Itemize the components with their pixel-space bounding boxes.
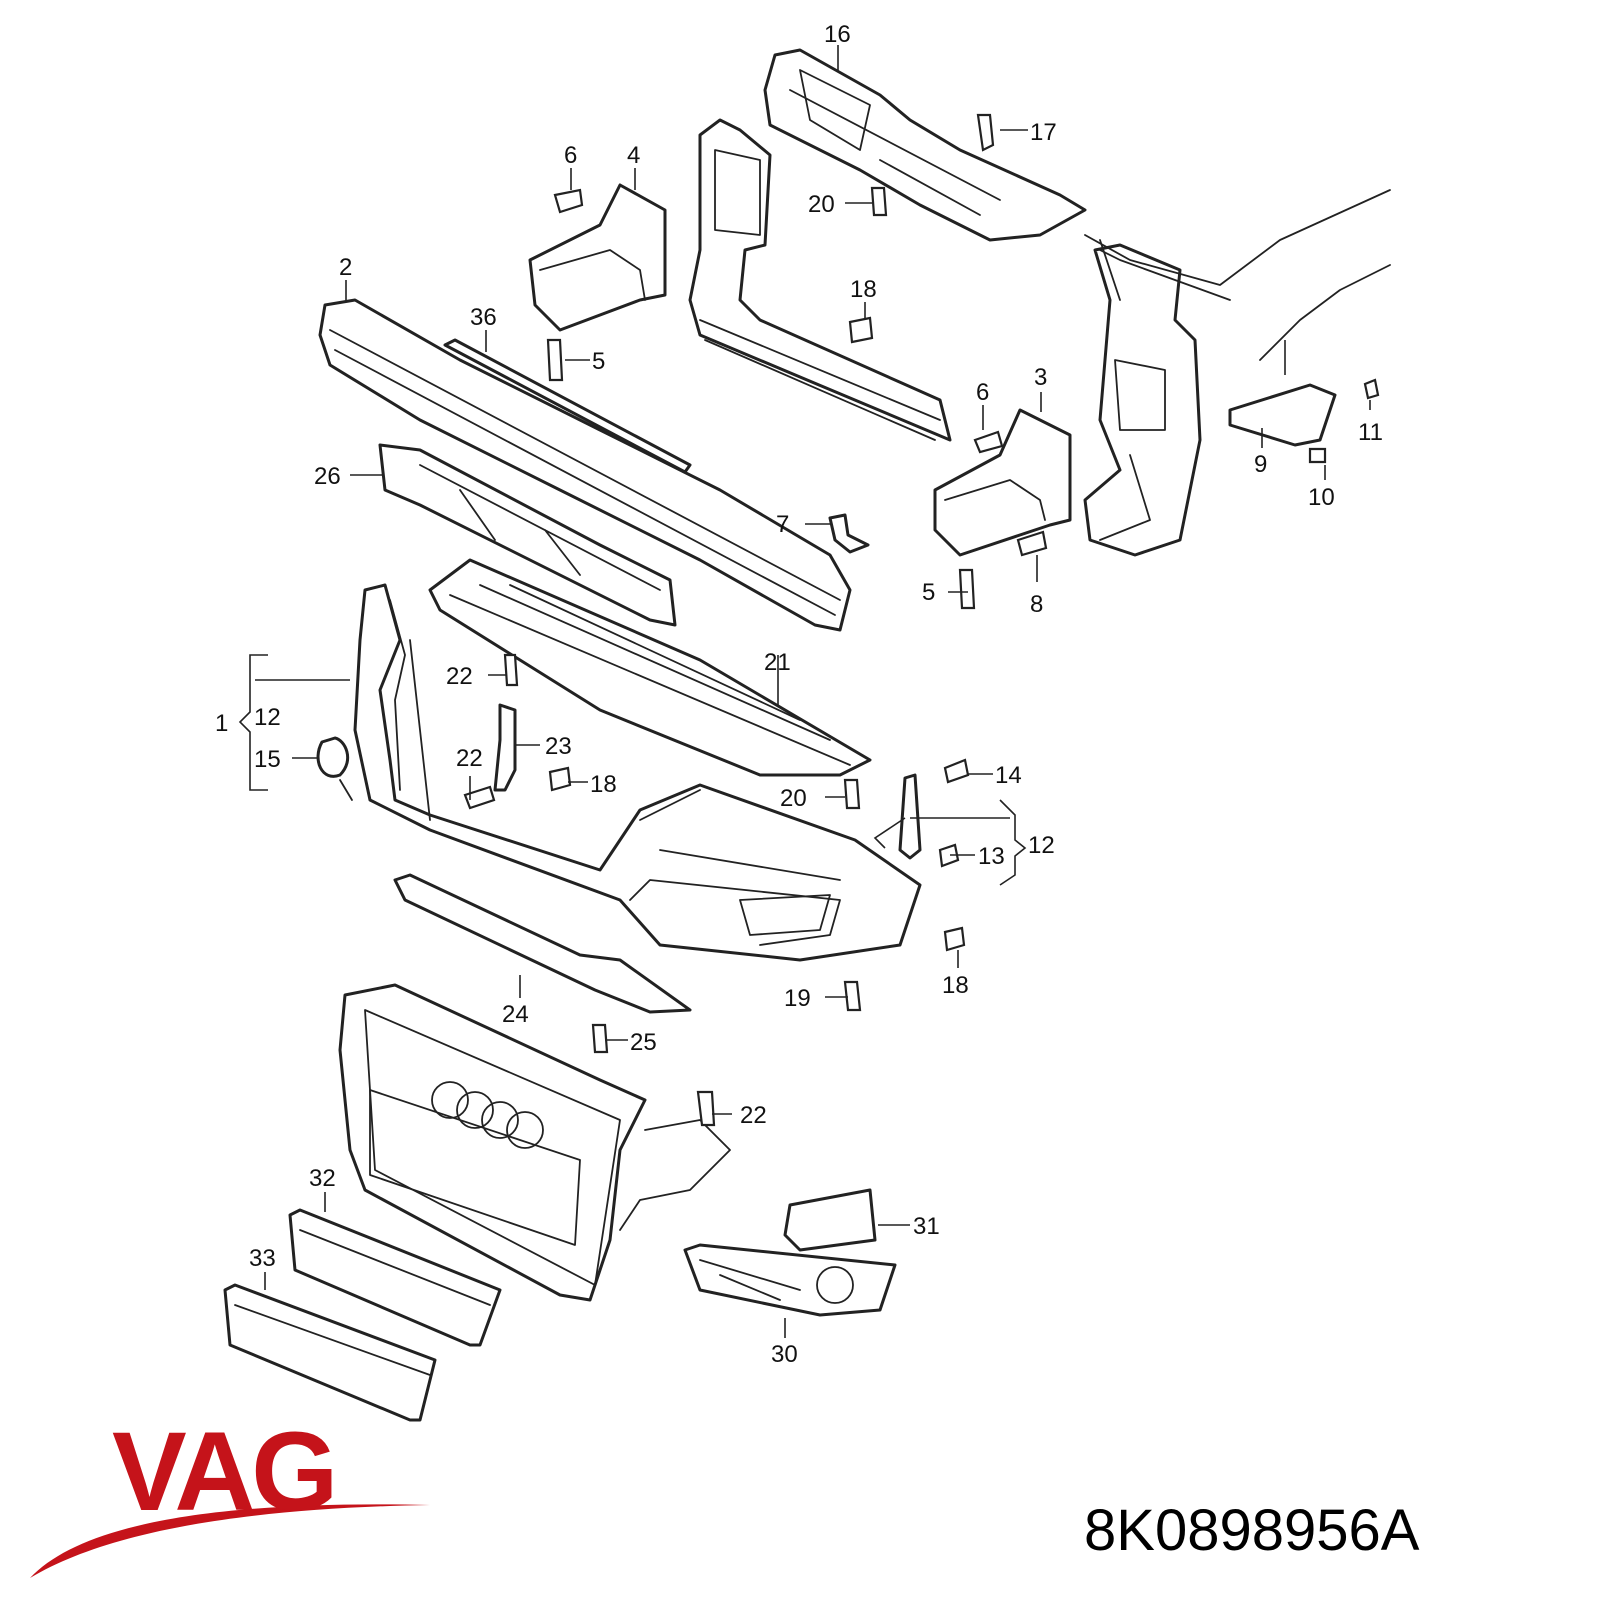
vag-logo-text: VAG (112, 1409, 334, 1534)
callout-18-mid: 18 (590, 771, 617, 798)
callout-26: 26 (314, 463, 341, 490)
callout-31: 31 (913, 1213, 940, 1240)
part-16-upper-cross-member (763, 48, 1087, 242)
part-7-clip (828, 513, 870, 554)
callout-33: 33 (249, 1245, 276, 1272)
callout-6-left: 6 (564, 142, 577, 169)
callout-13: 13 (978, 843, 1005, 870)
part-30-fog-light-grille (683, 1243, 897, 1317)
callout-20-mid: 20 (780, 785, 807, 812)
callout-32: 32 (309, 1165, 336, 1192)
callout-14: 14 (995, 762, 1022, 789)
fasteners (463, 113, 1380, 1127)
callout-17: 17 (1030, 119, 1057, 146)
part-26-impact-absorber (378, 443, 677, 627)
part-number: 8K0898956A (1084, 1498, 1420, 1563)
part-15-tow-eye-cap (316, 736, 353, 801)
callout-8: 8 (1030, 591, 1043, 618)
callout-20-top: 20 (808, 191, 835, 218)
part-9-fender-bracket (1228, 383, 1337, 447)
part-2-bumper-reinforcement (318, 298, 852, 632)
callout-1: 1 (215, 710, 228, 737)
callout-3: 3 (1034, 364, 1047, 391)
callout-21: 21 (764, 649, 791, 676)
callout-18-top: 18 (850, 276, 877, 303)
callout-15: 15 (254, 746, 281, 773)
part-23-guide-bracket (493, 703, 517, 792)
fender-outline (1084, 189, 1391, 361)
part-3-bracket-right (933, 408, 1072, 557)
callout-25: 25 (630, 1029, 657, 1056)
callout-labels: 16 17 20 6 4 2 36 5 18 6 3 26 7 5 8 9 10… (215, 21, 1383, 1368)
part-4-bracket-left (528, 183, 667, 332)
part-36-strip (443, 338, 692, 474)
part-24-lower-trim (393, 873, 692, 1014)
part-21-underbody-guard (428, 558, 872, 777)
callout-23: 23 (545, 733, 572, 760)
callout-19: 19 (784, 985, 811, 1012)
callout-30: 30 (771, 1341, 798, 1368)
callout-11: 11 (1358, 419, 1383, 446)
callout-12-right: 12 (1028, 832, 1055, 859)
callout-22-mid: 22 (456, 745, 483, 772)
vag-logo: VAG (30, 1409, 430, 1578)
callout-16: 16 (824, 21, 851, 48)
radiator-grille (338, 983, 731, 1302)
part-32-licence-plate-holder (288, 1208, 502, 1347)
callout-24: 24 (502, 1001, 529, 1028)
callout-7: 7 (776, 511, 789, 538)
callout-2: 2 (339, 254, 352, 281)
callout-6-right: 6 (976, 379, 989, 406)
part-1-bumper-cover (353, 583, 922, 962)
callout-9: 9 (1254, 451, 1267, 478)
callout-18-lower: 18 (942, 972, 969, 999)
callout-12-left: 12 (254, 704, 281, 731)
part-12-side-guide (898, 773, 922, 860)
callout-5-right: 5 (922, 579, 935, 606)
lock-carrier-panel (688, 118, 1202, 557)
part-33-trim-strip (223, 1283, 437, 1422)
callout-22-upper: 22 (446, 663, 473, 690)
callout-36: 36 (470, 304, 497, 331)
callout-22-lower: 22 (740, 1102, 767, 1129)
callout-4: 4 (627, 142, 640, 169)
leader-lines (238, 45, 1371, 1338)
part-31-cover-cap (783, 1188, 877, 1252)
callout-5-left: 5 (592, 348, 605, 375)
callout-10: 10 (1308, 484, 1335, 511)
